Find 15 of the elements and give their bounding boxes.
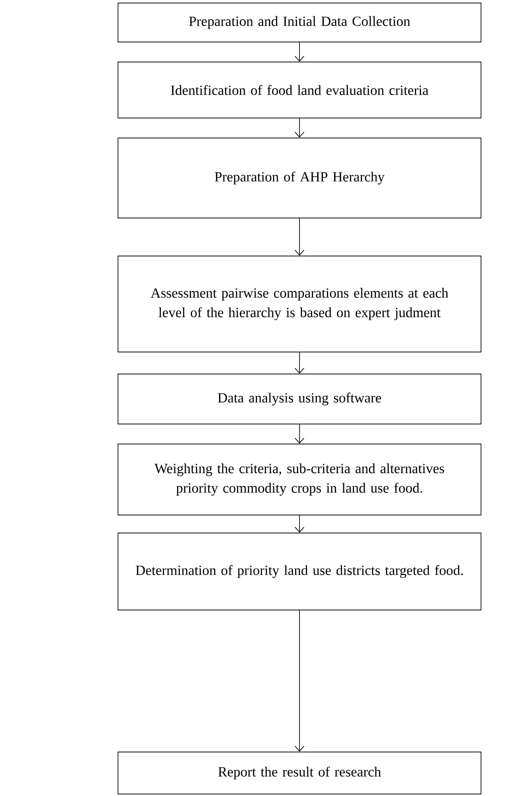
- process-box: Assessment pairwise comparations elements at each level of the hierarchy is based on expert judment: [118, 256, 482, 352]
- arrow: [294, 424, 304, 444]
- process-box: Preparation and Initial Data Collection: [118, 2, 482, 42]
- process-box: Identification of food land evaluation criteria: [118, 62, 482, 118]
- arrow: [294, 352, 304, 374]
- process-box: Report the result of research: [118, 752, 482, 794]
- arrow: [294, 218, 304, 256]
- arrow: [294, 515, 304, 533]
- process-box: Determination of priority land use districts targeted food.: [118, 532, 482, 610]
- process-box: Weighting the criteria, sub-criteria and alternatives priority commodity crops in land use food.: [118, 444, 482, 516]
- arrow: [294, 42, 304, 62]
- process-box: Preparation of AHP Herarchy: [118, 138, 482, 218]
- process-box: Data analysis using software: [118, 374, 482, 424]
- arrow: [294, 118, 304, 138]
- arrow: [294, 610, 304, 752]
